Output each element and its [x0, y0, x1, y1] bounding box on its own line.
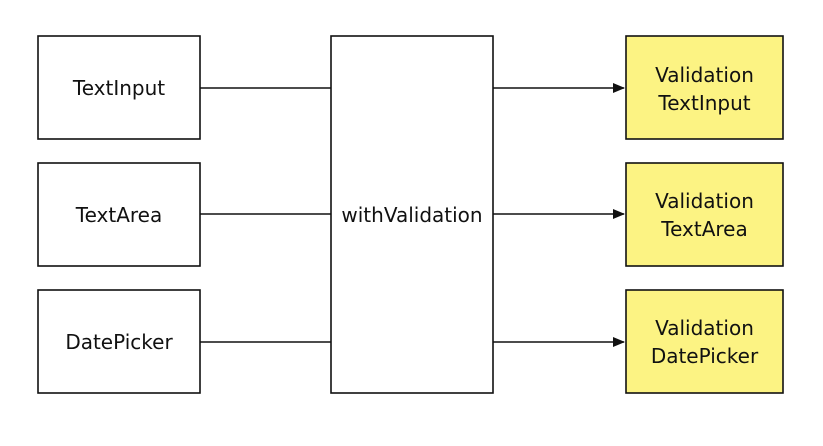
input-label: TextInput	[72, 76, 165, 100]
input-label: TextArea	[75, 203, 162, 227]
hoc-label: withValidation	[341, 203, 482, 227]
output-label-line2: DatePicker	[651, 344, 759, 368]
output-box	[625, 162, 784, 267]
output-node-validation-textarea: Validation TextArea	[625, 162, 784, 267]
hoc-box	[330, 35, 494, 394]
output-label-line1: Validation	[655, 63, 754, 87]
input-node-textinput: TextInput	[37, 35, 201, 140]
hoc-node: withValidation	[330, 35, 494, 394]
output-label-line1: Validation	[655, 316, 754, 340]
output-label-line2: TextInput	[657, 91, 750, 115]
output-box	[625, 289, 784, 394]
output-box	[625, 35, 784, 140]
output-label-line2: TextArea	[660, 217, 747, 241]
output-node-validation-textinput: Validation TextInput	[625, 35, 784, 140]
input-box	[37, 162, 201, 267]
output-label-line1: Validation	[655, 189, 754, 213]
input-label: DatePicker	[65, 330, 173, 354]
input-node-datepicker: DatePicker	[37, 289, 201, 394]
input-node-textarea: TextArea	[37, 162, 201, 267]
input-box	[37, 289, 201, 394]
input-box	[37, 35, 201, 140]
output-node-validation-datepicker: Validation DatePicker	[625, 289, 784, 394]
